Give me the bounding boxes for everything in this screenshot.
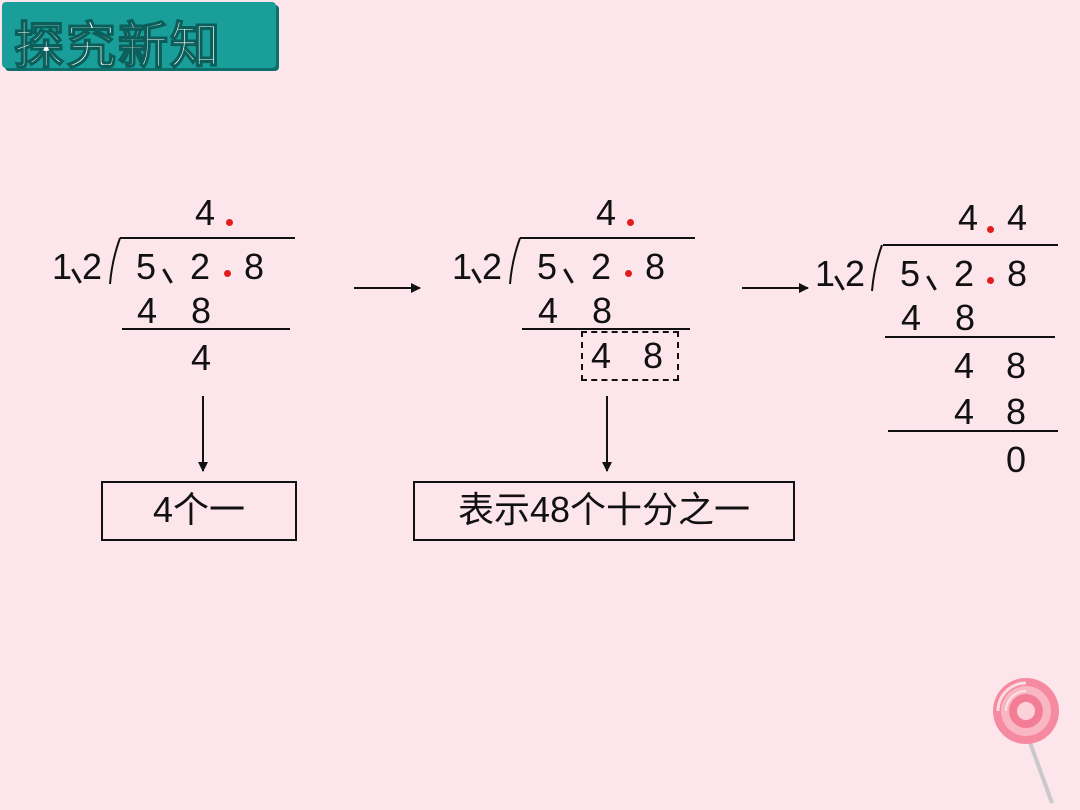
- product-digit: 8: [955, 297, 976, 338]
- product-digit: 4: [954, 391, 975, 432]
- product-digit: 4: [538, 290, 559, 331]
- dividend-digit: 2: [591, 246, 612, 287]
- product-digit: 8: [592, 290, 613, 331]
- dividend-digit: 8: [645, 246, 666, 287]
- divisor-digit: 1: [452, 246, 473, 287]
- quotient-digit: 4: [958, 197, 979, 238]
- subtraction-line: [885, 336, 1055, 338]
- page-title: 探究新知: [13, 16, 222, 76]
- division-bracket-icon: [109, 237, 121, 285]
- explanation-box-2: 表示48个十分之一: [413, 481, 795, 541]
- quotient-digit: 4: [596, 192, 617, 233]
- remainder-digit: 4: [591, 335, 612, 376]
- decimal-point-icon: [226, 219, 233, 226]
- subtraction-line: [888, 430, 1058, 432]
- explanation-text: 4个一: [152, 489, 246, 530]
- product-digit: 8: [1006, 391, 1027, 432]
- dividend-digit: 5: [537, 246, 558, 287]
- dividend-digit: 8: [1007, 253, 1028, 294]
- subtraction-line: [122, 328, 290, 330]
- product-digit: 8: [191, 290, 212, 331]
- dividend-digit: 5: [900, 253, 921, 294]
- divisor-digit: 1: [815, 253, 836, 294]
- remainder-digit: 8: [643, 335, 664, 376]
- division-bracket-icon: [871, 244, 883, 292]
- dividend-digit: 8: [244, 246, 265, 287]
- decimal-point-icon: [625, 270, 632, 277]
- decimal-point-icon: [987, 226, 994, 233]
- divisor-digit: 2: [82, 246, 103, 287]
- quotient-digit: 4: [1007, 197, 1028, 238]
- quotient-line: [520, 237, 695, 239]
- decimal-point-icon: [627, 219, 634, 226]
- dividend-digit: 2: [954, 253, 975, 294]
- divisor-digit: 2: [482, 246, 503, 287]
- divisor-digit: 2: [845, 253, 866, 294]
- remainder-digit: 4: [954, 345, 975, 386]
- dividend-digit: 2: [190, 246, 211, 287]
- subtraction-line: [522, 328, 690, 330]
- explanation-text: 表示48个十分之一: [457, 489, 751, 530]
- section-title-badge: 探究新知: [2, 2, 276, 76]
- quotient-digit: 4: [195, 192, 216, 233]
- product-digit: 4: [901, 297, 922, 338]
- explanation-box-1: 4个一: [101, 481, 297, 541]
- remainder-digit: 8: [1006, 345, 1027, 386]
- division-bracket-icon: [509, 237, 521, 285]
- divisor-digit: 1: [52, 246, 73, 287]
- quotient-line: [883, 244, 1058, 246]
- lollipop-icon: [993, 678, 1059, 804]
- final-remainder-digit: 0: [1006, 439, 1027, 480]
- highlight-dashed-box: [581, 331, 679, 381]
- dividend-digit: 5: [136, 246, 157, 287]
- decimal-point-icon: [224, 270, 231, 277]
- decimal-point-icon: [987, 277, 994, 284]
- quotient-line: [120, 237, 295, 239]
- product-digit: 4: [137, 290, 158, 331]
- remainder-digit: 4: [191, 337, 212, 378]
